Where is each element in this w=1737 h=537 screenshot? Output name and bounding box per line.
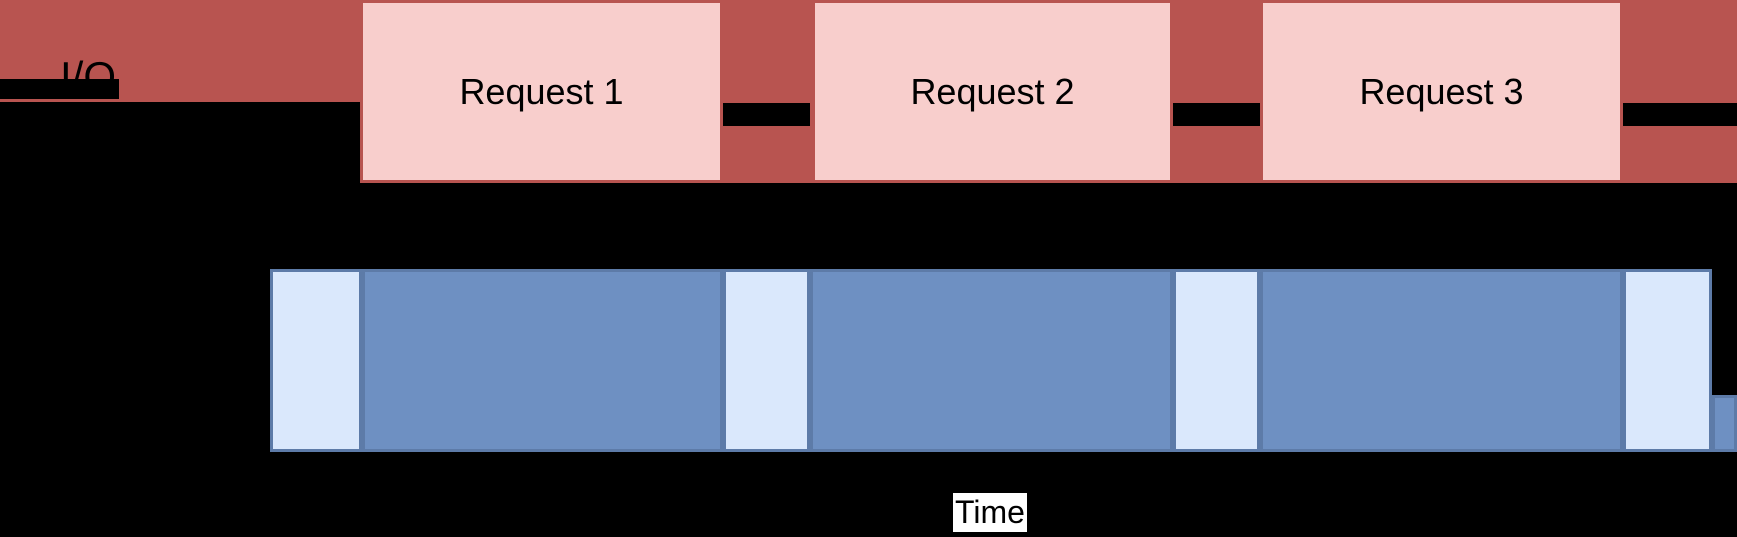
request-box-2: Request 2 [815,3,1170,180]
request-box-label: Request 1 [459,70,624,112]
request-box-3: Request 3 [1263,3,1620,180]
axis-line-segment [1173,103,1260,126]
request-box-1: Request 1 [363,3,720,180]
cpu-busy-segment-stub [1712,395,1737,452]
cpu-busy-segment [1260,269,1623,452]
cpu-busy-segment [362,269,723,452]
request-box-label: Request 3 [1359,70,1524,112]
axis-line-segment [1623,103,1737,126]
cpu-idle-segment [723,269,810,452]
cpu-idle-segment [1173,269,1260,452]
request-box-label: Request 2 [910,70,1075,112]
cpu-busy-segment [810,269,1173,452]
cpu-idle-segment [1623,269,1712,452]
time-axis-label-text: Time [955,494,1025,530]
axis-line-segment [723,103,810,126]
cpu-idle-segment [270,269,362,452]
io-row-label: I/O [60,53,117,100]
time-axis-label: Time [953,493,1027,532]
io-axis-line-stub [0,79,119,99]
